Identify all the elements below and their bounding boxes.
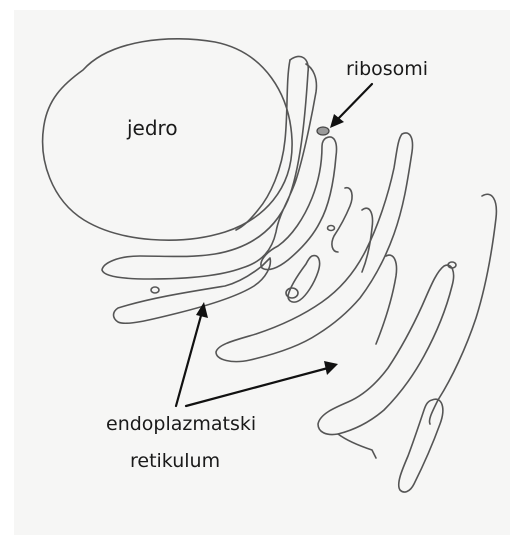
er-cisterna-outer — [102, 56, 316, 279]
arrow-er-left — [176, 312, 202, 406]
ribosome-2 — [328, 226, 335, 231]
er-cisterna-mid-2 — [332, 188, 352, 252]
arrow-er-right — [186, 368, 328, 406]
ribosome-4 — [286, 288, 298, 298]
er-cisterna-right-2 — [362, 208, 373, 272]
ribosome-1 — [317, 127, 329, 135]
ribosomes-label: ribosomi — [346, 60, 428, 79]
arrow-er-left-head — [196, 302, 208, 318]
arrow-ribosomes — [336, 84, 372, 121]
er-cisterna-bottom-2 — [338, 434, 376, 458]
er-cisterna-inner — [236, 60, 290, 230]
nucleus-label: jedro — [127, 118, 178, 138]
ribosome-3 — [151, 287, 159, 293]
er-label-line-1: endoplazmatski — [106, 415, 256, 434]
er-cisterna-bottom — [399, 399, 443, 492]
er-label-line-2: retikulum — [130, 452, 220, 471]
er-cisterna-lower — [114, 258, 271, 323]
er-cisterna-right-4 — [429, 194, 496, 424]
arrow-er-right-head — [324, 361, 338, 375]
er-cisterna-mid-3 — [288, 256, 320, 302]
